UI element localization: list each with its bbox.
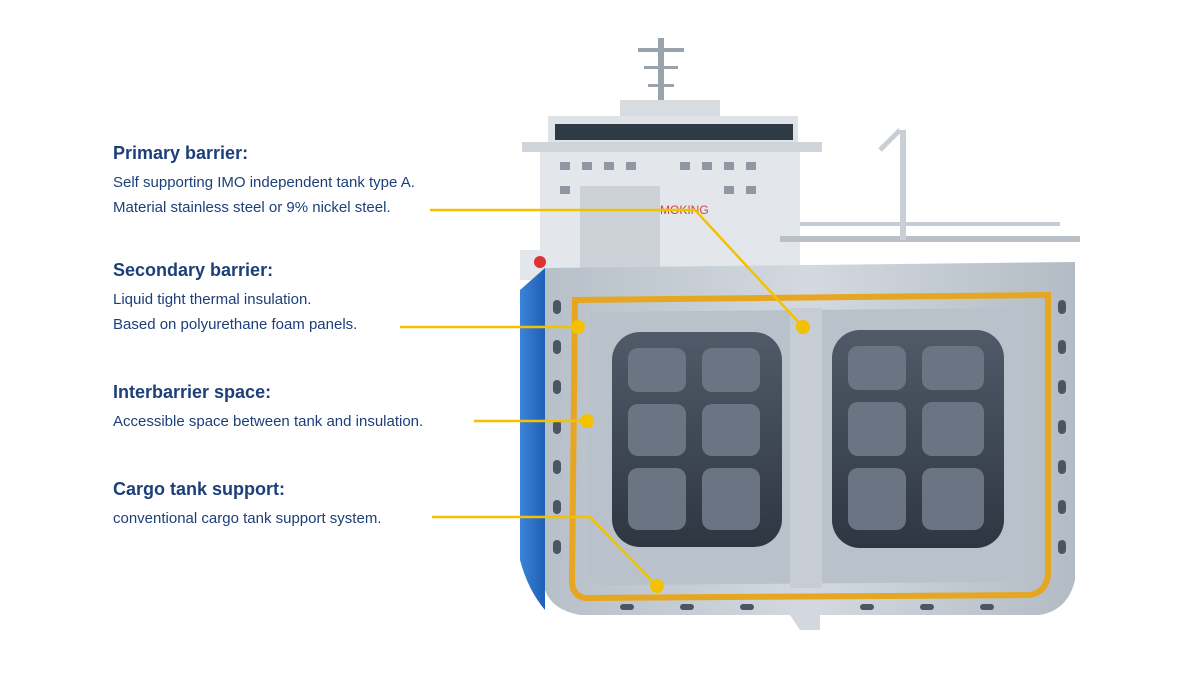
callout-line: Based on polyurethane foam panels. bbox=[113, 316, 358, 333]
marker-secondary-dot bbox=[571, 320, 585, 334]
callout-line: conventional cargo tank support system. bbox=[113, 510, 382, 527]
hull-cross-section bbox=[520, 262, 1075, 630]
callout-leaders bbox=[400, 208, 810, 593]
callout-line: Accessible space between tank and insula… bbox=[113, 413, 424, 430]
callout-title: Secondary barrier: bbox=[113, 260, 274, 280]
callout-cargo-tank-support: Cargo tank support: conventional cargo t… bbox=[113, 478, 381, 531]
leader-support bbox=[432, 515, 658, 587]
marker-support-dot bbox=[650, 579, 664, 593]
callout-line: Self supporting IMO independent tank typ… bbox=[113, 174, 415, 191]
marker-interbarrier-dot bbox=[580, 414, 594, 428]
ship-superstructure: MOKING bbox=[520, 38, 1080, 280]
callout-title: Interbarrier space: bbox=[113, 382, 272, 402]
callout-line: Liquid tight thermal insulation. bbox=[113, 291, 312, 308]
callout-secondary-barrier: Secondary barrier: Liquid tight thermal … bbox=[113, 259, 357, 337]
callout-interbarrier-space: Interbarrier space: Accessible space bet… bbox=[113, 381, 423, 434]
marker-primary-dot bbox=[796, 320, 810, 334]
callout-line: Material stainless steel or 9% nickel st… bbox=[113, 199, 391, 216]
callout-title: Cargo tank support: bbox=[113, 479, 286, 499]
callout-primary-barrier: Primary barrier: Self supporting IMO ind… bbox=[113, 142, 415, 220]
callout-title: Primary barrier: bbox=[113, 143, 249, 163]
leader-primary bbox=[430, 208, 804, 328]
